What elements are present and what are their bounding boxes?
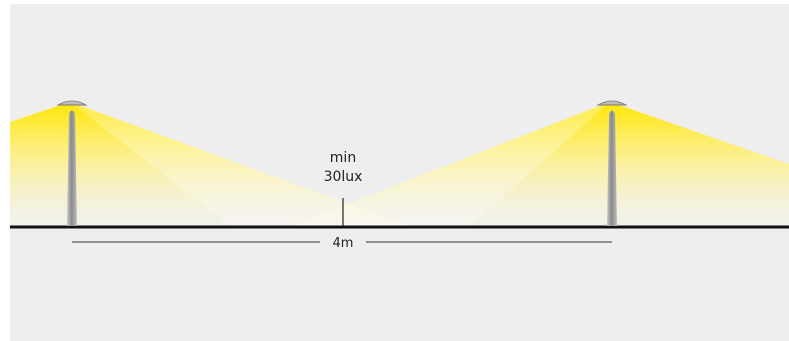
lighting-diagram-canvas: min 30lux 4m [10, 4, 789, 341]
left-lamp-head [56, 100, 88, 106]
right-lamp-head [596, 100, 628, 106]
right-lamp-pole [596, 100, 628, 226]
left-lamp-pole [56, 100, 88, 226]
lighting-diagram: min 30lux 4m [10, 100, 789, 251]
min-label: min [330, 150, 356, 166]
distance-label: 4m [333, 236, 354, 251]
distance-dimension: 4m [72, 236, 612, 251]
right-light-beam [290, 102, 789, 226]
lux-label: 30lux [324, 169, 363, 185]
left-light-beam [10, 102, 410, 226]
